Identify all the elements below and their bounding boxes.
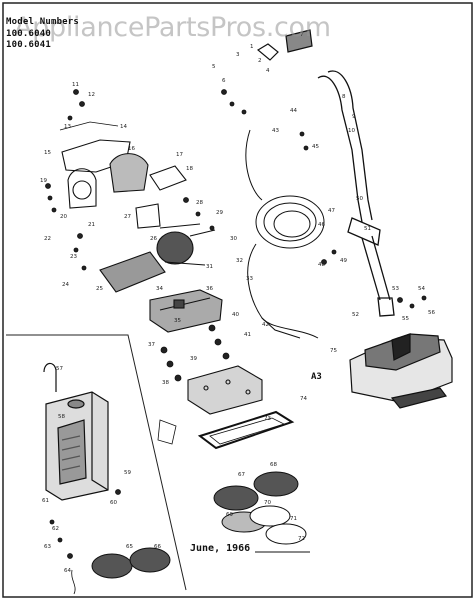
part-label: 36 xyxy=(206,286,213,292)
brushes xyxy=(91,471,299,579)
part-label: 44 xyxy=(290,108,297,114)
watermark: AppliancePartsPros.com xyxy=(14,12,331,43)
bumper-ring xyxy=(197,410,295,450)
part-label: 28 xyxy=(196,200,203,206)
part-label: 20 xyxy=(60,214,67,220)
part-label: 41 xyxy=(244,332,251,338)
diagram-date: June, 1966 xyxy=(190,543,251,554)
handle-tube xyxy=(317,70,395,317)
part-label: 45 xyxy=(312,144,319,150)
part-label: 5 xyxy=(212,64,216,70)
part-label: 35 xyxy=(174,318,181,324)
part-label: 23 xyxy=(70,254,77,260)
part-label: 51 xyxy=(364,226,371,232)
part-label: 48 xyxy=(318,262,325,268)
part-label: 61 xyxy=(42,498,49,504)
part-label: 57 xyxy=(56,366,63,372)
storage-cabinet xyxy=(43,362,109,501)
part-label: 31 xyxy=(206,264,213,270)
part-label: 8 xyxy=(342,94,346,100)
part-label: 11 xyxy=(72,82,79,88)
part-label: 12 xyxy=(88,92,95,98)
part-label: 1 xyxy=(250,44,254,50)
section-annotation: A3 xyxy=(311,372,322,382)
part-label: 21 xyxy=(88,222,95,228)
part-label: 52 xyxy=(352,312,359,318)
models-title: Model Numbers xyxy=(6,17,80,27)
part-label: 64 xyxy=(64,568,71,574)
handle-grip xyxy=(256,29,313,61)
model-number-1: 100.6040 xyxy=(6,29,51,39)
part-label: 58 xyxy=(58,414,65,420)
part-label: 27 xyxy=(124,214,131,220)
part-label: 46 xyxy=(318,222,325,228)
part-label: 17 xyxy=(176,152,183,158)
part-label: 63 xyxy=(44,544,51,550)
part-label: 4 xyxy=(266,68,270,74)
part-label: 74 xyxy=(300,396,307,402)
part-label: 55 xyxy=(402,316,409,322)
part-label: 3 xyxy=(236,52,240,58)
part-label: 66 xyxy=(154,544,161,550)
motor-assembly xyxy=(99,203,216,293)
part-label: 56 xyxy=(428,310,435,316)
part-label: 42 xyxy=(262,322,269,328)
part-label: 22 xyxy=(44,236,51,242)
part-label: 75 xyxy=(330,348,337,354)
polisher-base xyxy=(349,333,453,409)
part-label: 37 xyxy=(148,342,155,348)
part-label: 2 xyxy=(258,58,262,64)
part-label: 40 xyxy=(232,312,239,318)
inset-box xyxy=(6,334,187,591)
part-label: 7 xyxy=(300,32,304,38)
part-label: 25 xyxy=(96,286,103,292)
part-label: 50 xyxy=(356,196,363,202)
part-label: 39 xyxy=(190,356,197,362)
part-label: 15 xyxy=(44,150,51,156)
part-label: 9 xyxy=(352,114,356,120)
part-label: 33 xyxy=(246,276,253,282)
part-label: 38 xyxy=(162,380,169,386)
part-label: 54 xyxy=(418,286,425,292)
part-label: 34 xyxy=(156,286,163,292)
part-label: 71 xyxy=(290,516,297,522)
part-label: 29 xyxy=(216,210,223,216)
part-label: 43 xyxy=(272,128,279,134)
part-label: 59 xyxy=(124,470,131,476)
part-label: 49 xyxy=(340,258,347,264)
part-label: 72 xyxy=(298,536,305,542)
part-label: 69 xyxy=(226,512,233,518)
part-label: 53 xyxy=(392,286,399,292)
part-label: 70 xyxy=(264,500,271,506)
pads xyxy=(249,505,307,545)
part-label: 68 xyxy=(270,462,277,468)
power-cord xyxy=(245,129,325,339)
part-label: 24 xyxy=(62,282,69,288)
part-label: 18 xyxy=(186,166,193,172)
part-label: 73 xyxy=(264,416,271,422)
part-label: 62 xyxy=(52,526,59,532)
part-label: 67 xyxy=(238,472,245,478)
part-label: 10 xyxy=(348,128,355,134)
part-label: 16 xyxy=(128,146,135,152)
gear-housing xyxy=(149,289,223,333)
part-label: 47 xyxy=(328,208,335,214)
part-label: 60 xyxy=(110,500,117,506)
base-plate xyxy=(187,365,263,415)
part-label: 19 xyxy=(40,178,47,184)
hardware-parts xyxy=(45,89,427,595)
part-label: 6 xyxy=(222,78,226,84)
model-number-2: 100.6041 xyxy=(6,40,51,50)
part-label: 65 xyxy=(126,544,133,550)
part-label: 14 xyxy=(120,124,127,130)
motor-cover xyxy=(61,139,187,209)
part-label: 13 xyxy=(64,124,71,130)
part-label: 30 xyxy=(230,236,237,242)
part-label: 32 xyxy=(236,258,243,264)
part-label: 26 xyxy=(150,236,157,242)
